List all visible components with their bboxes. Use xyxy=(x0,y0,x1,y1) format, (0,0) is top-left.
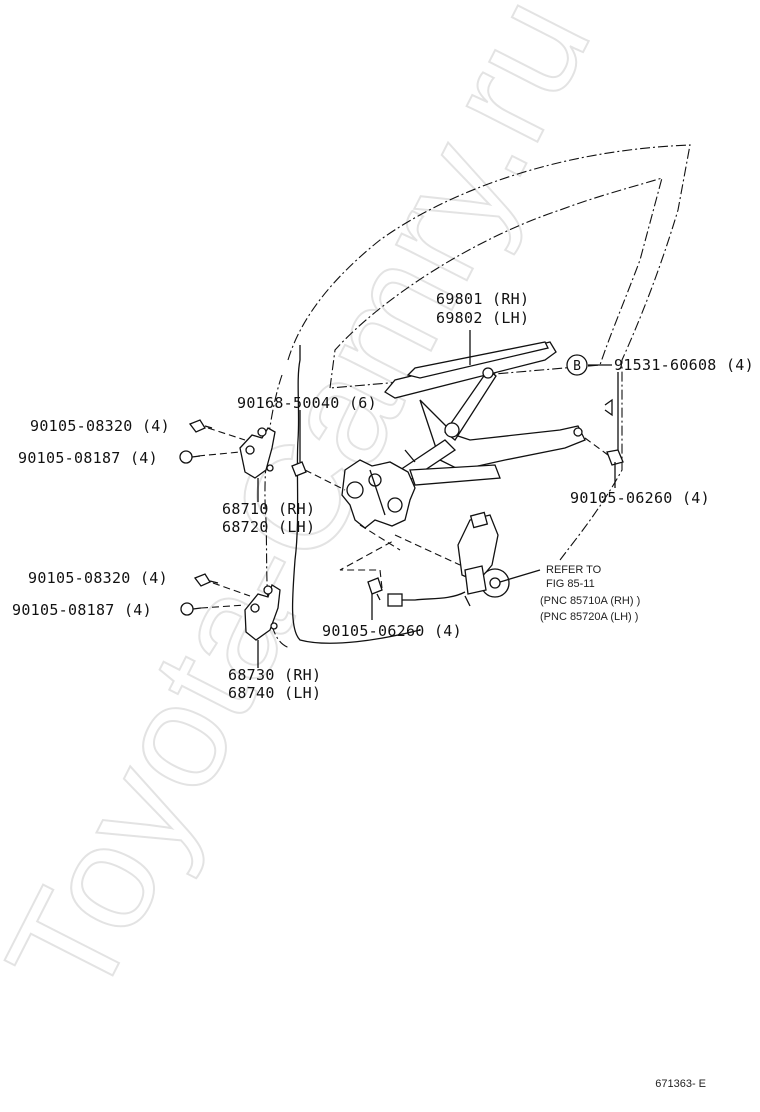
power-window-motor xyxy=(387,511,510,607)
assembly-lines xyxy=(197,427,609,609)
label-fig: FIG 85-11 xyxy=(546,578,595,590)
window-regulator xyxy=(341,341,586,529)
label-regulator-lh: 69802 (LH) xyxy=(436,309,529,327)
marker-b: B xyxy=(566,354,588,376)
bolt-center xyxy=(367,577,383,601)
bolt-lower-2 xyxy=(180,602,202,616)
label-clip-top: 90168-50040 (6) xyxy=(237,394,377,412)
label-pnc-rh: (PNC 85710A (RH) ) xyxy=(540,595,640,607)
label-bolt-upper-2: 90105-08187 (4) xyxy=(18,449,158,467)
label-bolt-upper-1: 90105-08320 (4) xyxy=(30,417,170,435)
bolt-upper-1 xyxy=(188,419,213,433)
upper-hinge xyxy=(239,427,276,479)
label-hinge-lower-rh: 68730 (RH) xyxy=(228,666,321,684)
svg-text:B: B xyxy=(573,359,581,374)
label-hinge-upper-lh: 68720 (LH) xyxy=(222,518,315,536)
label-hinge-lower-lh: 68740 (LH) xyxy=(228,684,321,702)
lower-hinge xyxy=(244,584,281,641)
bolt-lower-1 xyxy=(193,573,219,587)
label-pnc-lh: (PNC 85720A (LH) ) xyxy=(540,611,638,623)
reference-code: 671363- E xyxy=(655,1078,706,1090)
label-bolt-lower-2: 90105-08187 (4) xyxy=(12,601,152,619)
label-regulator-rh: 69801 (RH) xyxy=(436,290,529,308)
bolt-right xyxy=(606,449,624,466)
bolt-upper-2 xyxy=(179,450,201,464)
label-bolt-lower-1: 90105-08320 (4) xyxy=(28,569,168,587)
label-refer-to: REFER TO xyxy=(546,564,602,576)
label-screw-b: 91531-60608 (4) xyxy=(614,356,754,374)
clip-top xyxy=(291,461,307,477)
label-bolt-center: 90105-06260 (4) xyxy=(322,622,462,640)
label-bolt-right: 90105-06260 (4) xyxy=(570,489,710,507)
leaders xyxy=(257,330,619,668)
label-hinge-upper-rh: 68710 (RH) xyxy=(222,500,315,518)
